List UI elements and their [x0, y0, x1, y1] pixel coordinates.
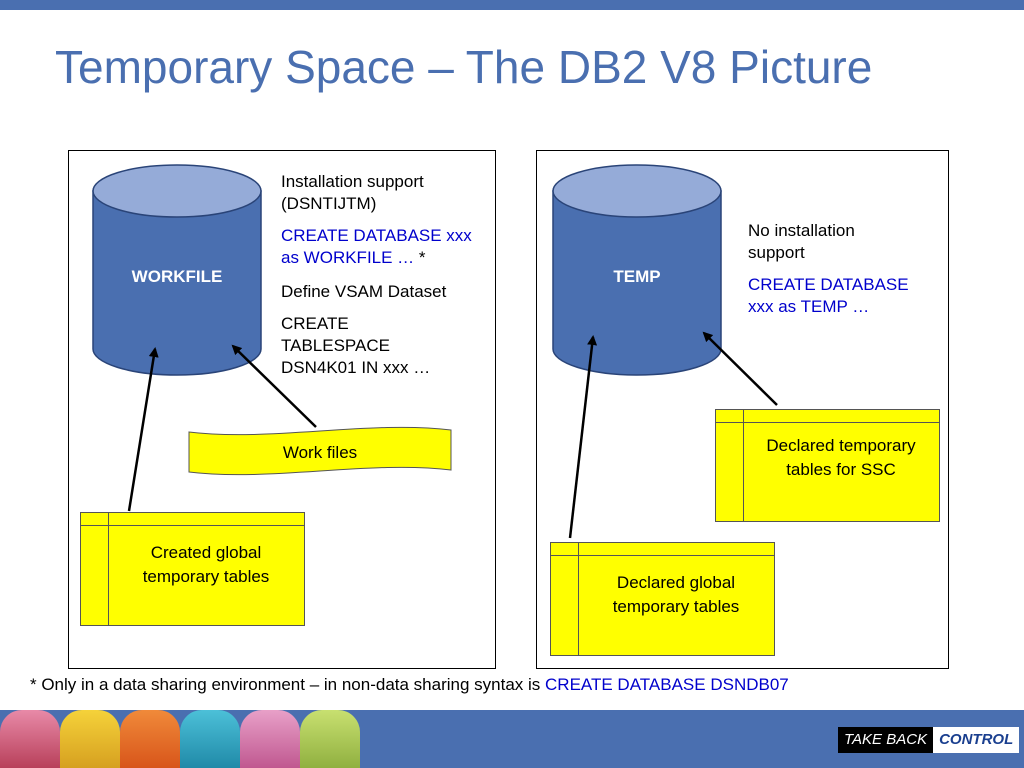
people-photo-strip — [0, 710, 360, 768]
table-key-column — [578, 543, 579, 655]
arrow-declared-to-temp — [568, 335, 598, 539]
photo-person-1 — [0, 710, 60, 768]
arrow-created-to-workfile — [127, 347, 159, 512]
declared-temp-ssc-table: Declared temporary tables for SSC — [715, 409, 940, 522]
table-header-row — [716, 410, 939, 423]
note-create-tablespace: CREATE TABLESPACE DSN4K01 IN xxx … — [281, 314, 431, 377]
note-asterisk: * — [418, 248, 426, 267]
work-files-label: Work files — [282, 443, 358, 462]
workfile-cylinder — [92, 164, 262, 376]
declared-global-temp-table: Declared global temporary tables — [550, 542, 775, 656]
created-global-temp-label: Created global temporary tables — [142, 543, 270, 586]
temp-cylinder — [552, 164, 722, 376]
photo-person-3 — [120, 710, 180, 768]
work-files-shape — [188, 426, 452, 476]
note-installation-support: Installation support (DSNTIJTM) — [281, 172, 424, 213]
photo-person-5 — [240, 710, 300, 768]
arrow-workfiles-to-workfile — [231, 344, 317, 428]
footnote-highlight: CREATE DATABASE DSNDB07 — [545, 675, 789, 694]
table-key-column — [743, 410, 744, 521]
footnote-text: * Only in a data sharing environment – i… — [30, 675, 546, 694]
created-global-temp-table: Created global temporary tables — [80, 512, 305, 626]
photo-person-4 — [180, 710, 240, 768]
arrow-ssc-to-temp — [702, 331, 778, 406]
logo-part-1: TAKE BACK — [838, 727, 934, 753]
declared-temp-ssc-label: Declared temporary tables for SSC — [766, 436, 916, 479]
note-create-database-workfile: CREATE DATABASE xxx as WORKFILE … * — [281, 225, 491, 269]
table-header-row — [551, 543, 774, 556]
note-create-database-temp: CREATE DATABASE xxx as TEMP … — [748, 275, 909, 316]
note-create-database-workfile-text: CREATE DATABASE xxx as WORKFILE … — [281, 226, 472, 267]
photo-person-2 — [60, 710, 120, 768]
declared-global-temp-label: Declared global temporary tables — [612, 573, 740, 616]
table-header-row — [81, 513, 304, 526]
note-no-installation-support: No installation support — [748, 221, 855, 262]
take-back-control-logo: TAKE BACK CONTROL — [838, 727, 1020, 753]
logo-part-2: CONTROL — [933, 727, 1020, 753]
slide-title: Temporary Space – The DB2 V8 Picture — [55, 41, 873, 93]
photo-person-6 — [300, 710, 360, 768]
note-define-vsam: Define VSAM Dataset — [281, 282, 447, 301]
workfile-label: WORKFILE — [131, 267, 223, 286]
temp-label: TEMP — [613, 267, 661, 286]
top-accent-bar — [0, 0, 1024, 10]
table-key-column — [108, 513, 109, 625]
footnote: * Only in a data sharing environment – i… — [30, 675, 789, 695]
